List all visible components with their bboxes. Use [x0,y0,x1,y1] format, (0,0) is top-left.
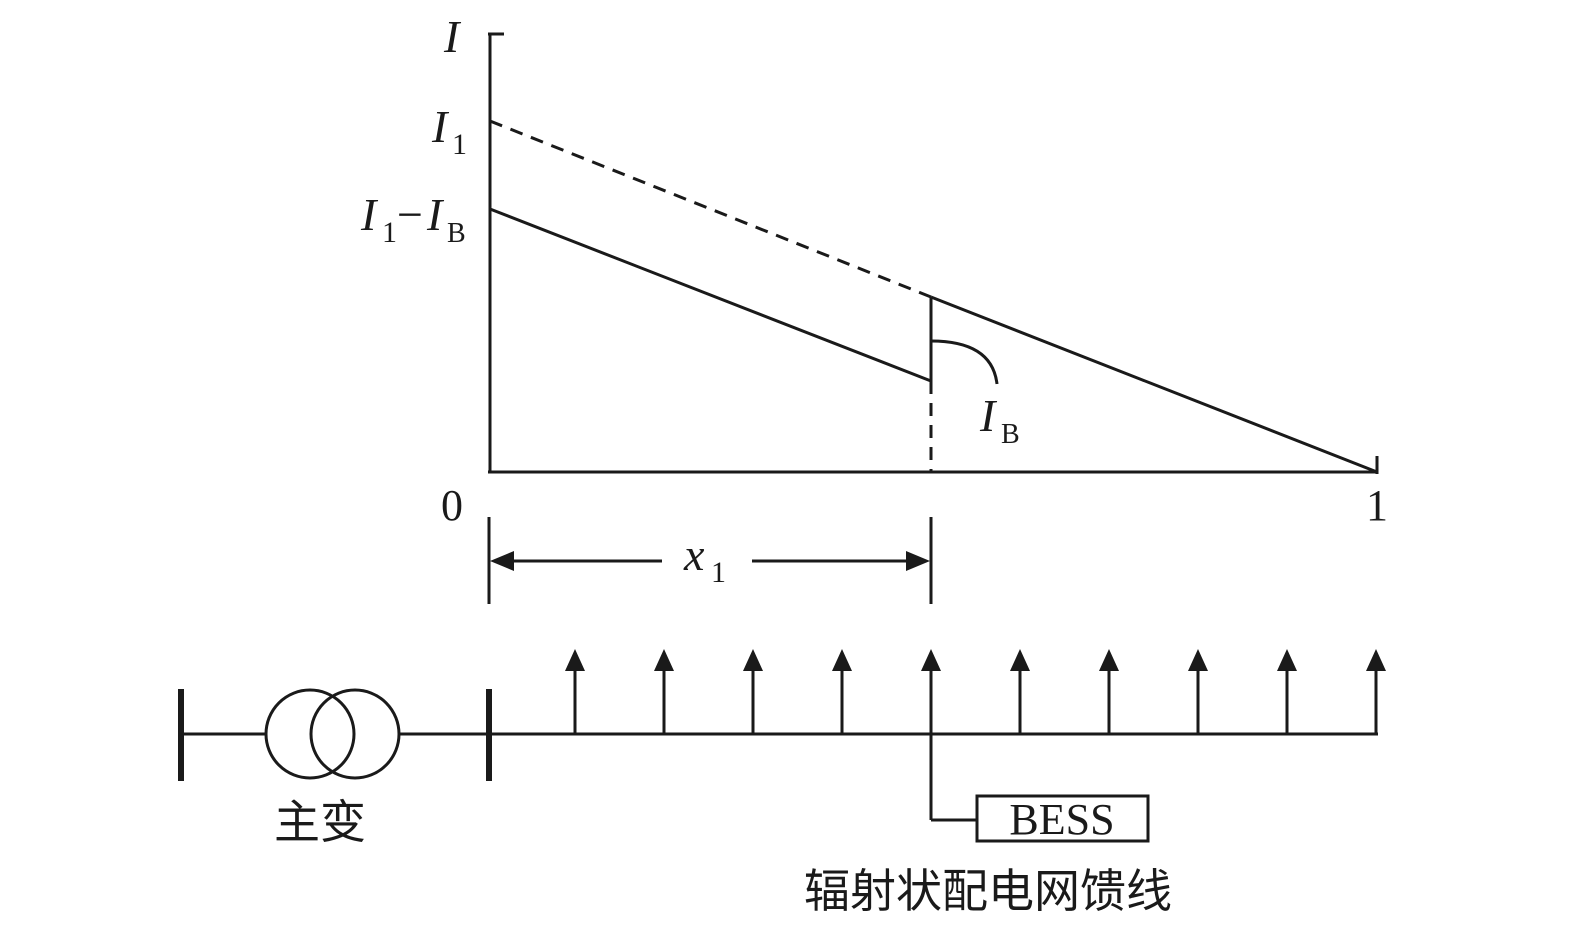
load-arrow [1099,649,1119,734]
transformer-label: 主变 [274,795,366,849]
load-arrow [1010,649,1030,734]
y-axis-label: I [443,11,462,62]
i1-minus-ib-main2: I [426,189,445,240]
bess-box [975,794,1150,843]
x-end-label: 1 [1366,481,1388,530]
load-arrow [1188,649,1208,734]
i1-minus-ib-minus: − [397,189,423,240]
x1-label-sub: 1 [711,556,726,589]
load-arrow [743,649,763,734]
main-transformer-icon [264,688,401,780]
x1-right-arrowhead [906,551,930,571]
x1-label-main: x [683,529,705,580]
feeder-circuit: BESS 主变 辐射状配电网馈线 [178,649,1386,918]
load-arrow [1366,649,1386,734]
load-arrow [654,649,674,734]
i1-label-sub: 1 [452,128,467,161]
reduced-current-line [489,207,932,383]
load-arrow [921,649,941,734]
load-arrows [565,649,1386,734]
ib-label-main: I [979,390,998,441]
i1-minus-ib-label: I 1 − I B [360,189,466,249]
ib-label: I B [979,390,1020,450]
transformer-primary-winding [264,688,356,780]
current-profile-plot: I 0 1 I 1 I 1 − I B I B [360,11,1388,530]
bess-label: BESS [1009,795,1114,844]
ib-label-sub: B [1001,419,1020,450]
i1-minus-ib-sub2: B [447,218,466,249]
original-current-line [489,119,932,299]
load-arrow [1277,649,1297,734]
x1-dimension: x 1 [487,517,933,604]
x-origin-label: 0 [441,481,463,530]
downstream-current-line [930,295,1378,474]
i1-minus-ib-sub1: 1 [382,216,397,249]
load-arrow [565,649,585,734]
i1-minus-ib-main1: I [360,189,379,240]
bess-connection: BESS [929,734,1150,844]
feeder-caption: 辐射状配电网馈线 [804,864,1172,918]
load-arrow [832,649,852,734]
i1-label: I 1 [431,101,467,161]
i1-label-main: I [431,101,450,152]
x1-left-arrowhead [490,551,514,571]
ib-bracket-arc [930,339,999,385]
